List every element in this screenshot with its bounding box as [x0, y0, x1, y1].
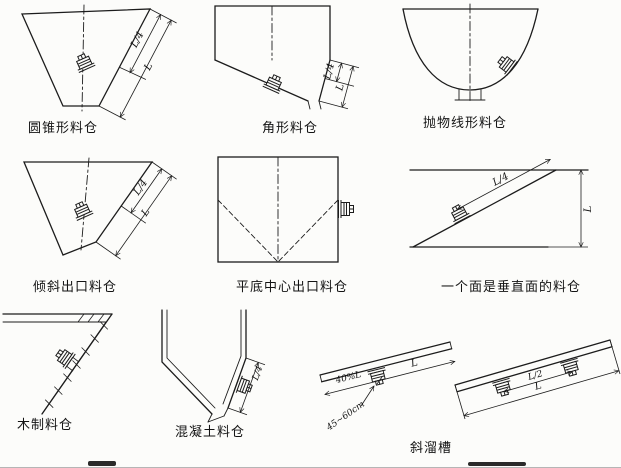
flow-line [277, 199, 339, 263]
caption-wooden-hopper: 木制料仓 [16, 417, 73, 432]
caption-inclined-outlet: 倾斜出口料仓 [32, 279, 117, 294]
diagram-flat-bottom-hopper [217, 156, 354, 263]
dim-label-quarter: L/4 [129, 30, 147, 51]
dimension-lines: L/4 L [95, 161, 177, 260]
dim-label-position: 40%L [334, 370, 363, 386]
diagram-vertical-face-hopper: L L/4 [409, 159, 594, 248]
caption-concrete-hopper: 混凝土料仓 [174, 424, 245, 439]
vibrator-icon [52, 344, 76, 370]
flow-line [217, 199, 279, 263]
vibrator-icon [338, 199, 354, 219]
dimension-lines: L L/4 [456, 159, 594, 248]
caption-parabolic-hopper: 抛物线形料仓 [422, 115, 507, 130]
diagram-angular-hopper: L/4 L [214, 5, 360, 110]
dimension-lines: L/4 L [98, 8, 177, 121]
caption-inclined-chute: 斜溜槽 [409, 440, 452, 455]
flat-bottom-outline [217, 156, 339, 263]
scan-smudge [468, 462, 526, 466]
dim-label-quarter: L/4 [322, 62, 337, 82]
dimension-lines: L/4 L [318, 59, 360, 110]
diagram-concrete-hopper: L/4 [161, 309, 266, 423]
dim-label-spacing: 45~60cm [324, 400, 367, 434]
diagram-inclined-outlet-hopper: L/4 L [23, 157, 177, 260]
dim-label-length: L [409, 357, 419, 370]
dim-label-full: L [334, 82, 347, 93]
parabolic-hopper-outline [402, 3, 539, 102]
vibrator-icon [447, 201, 471, 225]
dim-label-quarter: L/4 [251, 364, 266, 382]
vibrator-icon [70, 198, 94, 222]
chute-right-dimensions: L/2 L [454, 339, 621, 420]
vibrator-icon [491, 377, 515, 399]
diagram-conical-hopper: L/4 L [21, 4, 177, 121]
diagram-wooden-hopper [2, 313, 113, 415]
angular-hopper-outline [214, 5, 331, 110]
concrete-hopper-outline [161, 309, 247, 423]
caption-conical-hopper: 圆锥形料仓 [27, 120, 98, 135]
dim-label-quarter: L/4 [131, 178, 150, 199]
scan-smudge [88, 461, 116, 466]
wooden-hopper-outline [2, 313, 113, 415]
dim-label-full: L [139, 206, 153, 219]
diagram-inclined-chute: 40%L L 45~60cm L/2 L [319, 339, 621, 434]
vibrator-icon [366, 367, 390, 387]
caption-angular-hopper: 角形料仓 [261, 120, 318, 135]
vibrator-icon [494, 51, 518, 77]
caption-flat-bottom: 平底中心出口料仓 [235, 279, 348, 294]
dim-label-full: L [583, 205, 594, 213]
wood-hatch [44, 313, 109, 408]
diagram-parabolic-hopper [402, 3, 539, 102]
vibrator-icon [72, 50, 96, 74]
dim-label-length: L [533, 380, 544, 393]
caption-vertical-face: 一个面是垂直面的料仓 [440, 279, 581, 294]
centerline [80, 157, 90, 251]
